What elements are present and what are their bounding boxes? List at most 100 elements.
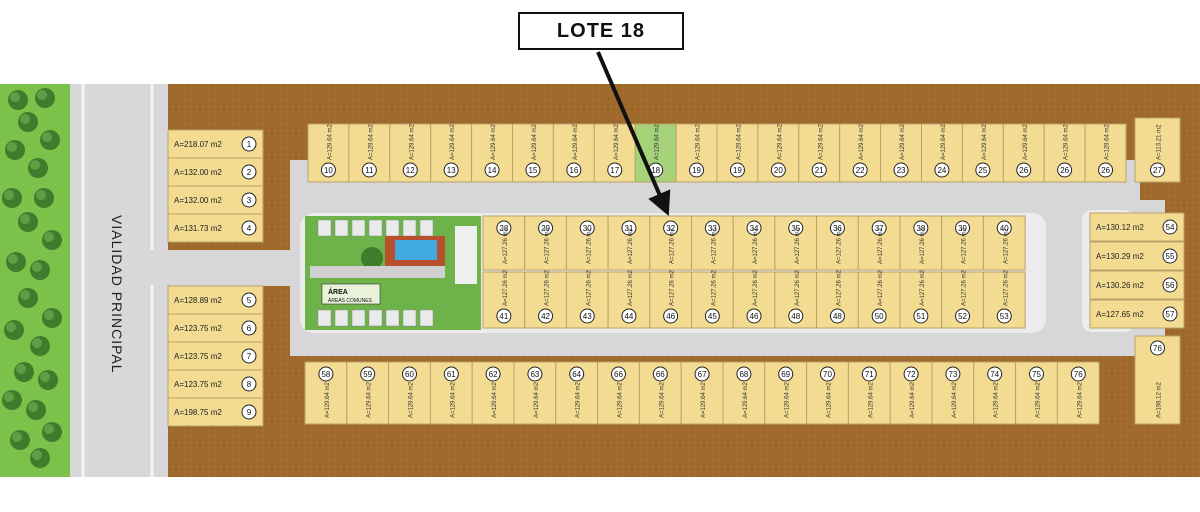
lot-64[interactable]: 64A=129.64 m2 (555, 361, 599, 425)
lot-57[interactable]: 57A=127.65 m2 (1089, 299, 1185, 329)
lot-69[interactable]: 69A=129.64 m2 (764, 361, 808, 425)
lot-53[interactable]: 53A=127.26 m2 (982, 269, 1026, 329)
lot-number: 46 (666, 312, 675, 321)
lot-number-badge (402, 366, 417, 382)
lot-76[interactable]: 76A=198.12 m2 (1134, 335, 1181, 425)
lot-14[interactable]: 14A=129.64 m2 (471, 123, 514, 183)
lot-71[interactable]: 71A=129.64 m2 (847, 361, 891, 425)
lot-41[interactable]: 41A=127.26 m2 (482, 269, 526, 329)
lot-5[interactable]: 5A=128.89 m2 (167, 285, 264, 315)
lot-27[interactable]: 27A=113.21 m2 (1134, 117, 1181, 183)
lot-30[interactable]: 30A=127.26 m2 (565, 215, 609, 271)
lot-29[interactable]: 29A=127.26 m2 (524, 215, 567, 271)
lot-number-badge (829, 220, 845, 236)
lot-20[interactable]: 20A=129.64 m2 (757, 123, 800, 183)
lot-48[interactable]: 48A=127.26 m2 (816, 269, 859, 329)
lot-44[interactable]: 44A=127.26 m2 (607, 269, 651, 329)
lot-area: A=127.26 m2 (503, 227, 509, 264)
lot-32[interactable]: 32A=127.26 m2 (649, 215, 692, 271)
lot-34[interactable]: 34A=127.26 m2 (732, 215, 776, 271)
lot-number-badge (945, 366, 961, 382)
lot-number: 54 (1166, 223, 1175, 232)
lot-25[interactable]: 25A=129.64 m2 (961, 123, 1004, 183)
lot-48[interactable]: 48A=127.26 m2 (774, 269, 818, 329)
lot-33[interactable]: 33A=127.26 m2 (691, 215, 734, 271)
lot-52[interactable]: 52A=127.26 m2 (941, 269, 984, 329)
lot-7[interactable]: 7A=123.75 m2 (167, 341, 264, 371)
lot-51[interactable]: 51A=127.26 m2 (899, 269, 943, 329)
lot-37[interactable]: 37A=127.26 m2 (857, 215, 901, 271)
lot-22[interactable]: 22A=129.64 m2 (839, 123, 882, 183)
lot-63[interactable]: 63A=129.64 m2 (513, 361, 557, 425)
lot-number-badge (871, 220, 887, 236)
lot-76[interactable]: 76A=129.64 m2 (1056, 361, 1100, 425)
lot-36[interactable]: 36A=127.26 m2 (816, 215, 859, 271)
lot-66[interactable]: 66A=129.64 m2 (638, 361, 682, 425)
lot-59[interactable]: 59A=129.64 m2 (346, 361, 390, 425)
lot-38[interactable]: 38A=127.26 m2 (899, 215, 943, 271)
lot-4[interactable]: 4A=131.73 m2 (167, 213, 264, 243)
lot-43[interactable]: 43A=127.26 m2 (565, 269, 609, 329)
lot-12[interactable]: 12A=129.64 m2 (389, 123, 432, 183)
lot-8[interactable]: 8A=123.75 m2 (167, 369, 264, 399)
lot-46[interactable]: 46A=127.26 m2 (732, 269, 776, 329)
lot-number-badge (1162, 277, 1178, 293)
lot-35[interactable]: 35A=127.26 m2 (774, 215, 818, 271)
lot-number: 51 (916, 312, 925, 321)
lot-number-badge (694, 366, 710, 382)
lot-number-badge (1150, 162, 1165, 178)
lot-2[interactable]: 2A=132.00 m2 (167, 157, 264, 187)
lot-66[interactable]: 66A=129.64 m2 (597, 361, 640, 425)
lot-17[interactable]: 17A=129.64 m2 (593, 123, 636, 183)
lot-40[interactable]: 40A=127.26 m2 (982, 215, 1026, 271)
lot-number: 11 (365, 166, 374, 175)
lot-number: 5 (247, 296, 252, 305)
lot-67[interactable]: 67A=129.64 m2 (680, 361, 724, 425)
lot-39[interactable]: 39A=127.26 m2 (941, 215, 984, 271)
lot-24[interactable]: 24A=129.64 m2 (921, 123, 963, 183)
lot-6[interactable]: 6A=123.75 m2 (167, 313, 264, 343)
lot-21[interactable]: 21A=129.64 m2 (798, 123, 841, 183)
lot-60[interactable]: 60A=129.64 m2 (388, 361, 431, 425)
lot-19[interactable]: 19A=129.64 m2 (716, 123, 759, 183)
lot-73[interactable]: 73A=129.64 m2 (931, 361, 975, 425)
tree-highlight (4, 190, 14, 200)
lot-23[interactable]: 23A=129.64 m2 (880, 123, 922, 183)
lot-70[interactable]: 70A=129.64 m2 (806, 361, 849, 425)
lot-55[interactable]: 55A=130.29 m2 (1089, 241, 1185, 271)
lot-56[interactable]: 56A=130.26 m2 (1089, 270, 1185, 300)
lot-62[interactable]: 62A=129.64 m2 (471, 361, 515, 425)
lot-50[interactable]: 50A=127.26 m2 (857, 269, 901, 329)
lot-74[interactable]: 74A=129.64 m2 (973, 361, 1017, 425)
lot-16[interactable]: 16A=129.64 m2 (552, 123, 595, 183)
lot-26[interactable]: 26A=129.64 m2 (1043, 123, 1086, 183)
lot-9[interactable]: 9A=198.75 m2 (167, 397, 264, 427)
lot-11[interactable]: 11A=129.64 m2 (348, 123, 391, 183)
lot-number: 33 (708, 224, 717, 233)
lot-10[interactable]: 10A=129.64 m2 (307, 123, 350, 183)
lot-number: 44 (624, 312, 633, 321)
lot-75[interactable]: 75A=129.64 m2 (1015, 361, 1058, 425)
lot-3[interactable]: 3A=132.00 m2 (167, 185, 264, 215)
lot-45[interactable]: 45A=127.26 m2 (691, 269, 734, 329)
lot-58[interactable]: 58A=129.64 m2 (304, 361, 348, 425)
lot-46[interactable]: 46A=127.26 m2 (649, 269, 692, 329)
lot-26[interactable]: 26A=129.64 m2 (1002, 123, 1045, 183)
lot-1[interactable]: 1A=218.07 m2 (167, 129, 264, 159)
lot-number-badge (820, 366, 835, 382)
lot-31[interactable]: 31A=127.26 m2 (607, 215, 651, 271)
lot-26[interactable]: 26A=129.64 m2 (1084, 123, 1127, 183)
lot-28[interactable]: 28A=127.26 m2 (482, 215, 526, 271)
lot-area: A=113.21 m2 (1157, 124, 1163, 160)
callout-arrow (596, 51, 671, 217)
lot-area: A=129.64 m2 (701, 381, 707, 418)
lot-54[interactable]: 54A=130.12 m2 (1089, 212, 1185, 242)
lot-number-badge (443, 162, 459, 178)
lot-72[interactable]: 72A=129.64 m2 (889, 361, 933, 425)
lot-13[interactable]: 13A=129.64 m2 (430, 123, 473, 183)
lot-19[interactable]: 19A=129.64 m2 (675, 123, 718, 183)
lot-68[interactable]: 68A=129.64 m2 (722, 361, 766, 425)
lot-61[interactable]: 61A=129.64 m2 (429, 361, 473, 425)
lot-15[interactable]: 15A=129.64 m2 (512, 123, 554, 183)
lot-42[interactable]: 42A=127.26 m2 (524, 269, 567, 329)
